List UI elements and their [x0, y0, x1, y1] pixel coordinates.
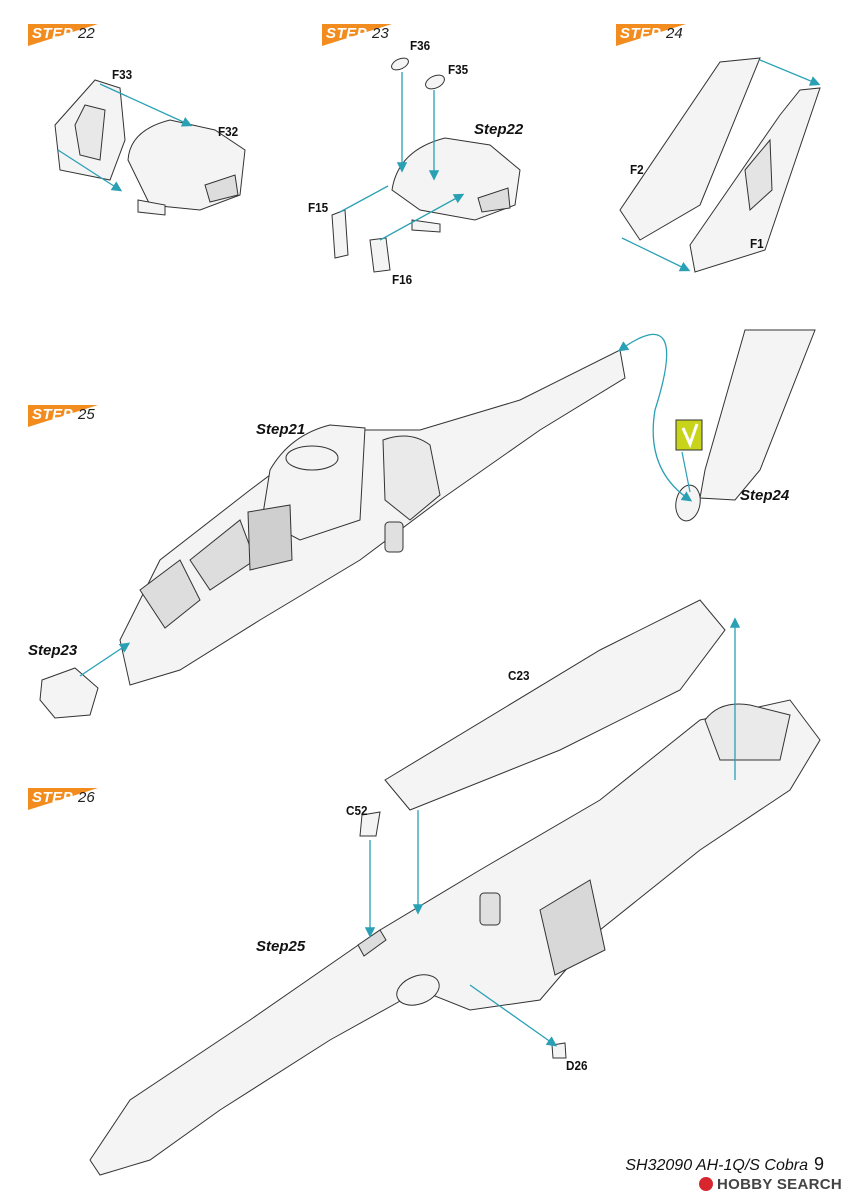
page-number: 9	[813, 1154, 824, 1174]
step-flag-icon	[322, 24, 392, 46]
step-flag-icon	[28, 24, 98, 46]
step-flag-icon	[28, 788, 98, 810]
part-label-c52: C52	[346, 803, 368, 818]
step-22-tag: STEP 22	[28, 24, 108, 46]
step-26-tag: STEP 26	[28, 788, 108, 810]
step25-drawing	[39, 329, 816, 719]
part-label-f2: F2	[630, 162, 644, 177]
part-label-f33: F33	[112, 67, 133, 82]
step-flag-icon	[616, 24, 686, 46]
step22-drawing	[54, 79, 246, 216]
part-label-f36: F36	[410, 38, 431, 53]
step-24-tag: STEP 24	[616, 24, 696, 46]
step26-drawing	[89, 599, 821, 1176]
step24-drawing	[619, 57, 821, 273]
hobby-search-logo-icon	[698, 1177, 713, 1191]
part-label-d26: D26	[566, 1058, 588, 1073]
part-label-f32: F32	[218, 124, 239, 139]
step-flag-icon	[28, 405, 98, 427]
page-footer: SH32090 AH-1Q/S Cobra 9	[625, 1154, 824, 1175]
step23-drawing	[331, 57, 521, 273]
step-23-tag: STEP 23	[322, 24, 402, 46]
watermark: HOBBY SEARCH	[698, 1176, 842, 1193]
step-25-tag: STEP 25	[28, 405, 108, 427]
ref-step22: Step22	[474, 121, 524, 138]
part-label-c23: C23	[508, 668, 530, 683]
ref-step24: Step24	[740, 487, 790, 504]
part-label-f15: F15	[308, 200, 329, 215]
ref-step21: Step21	[256, 421, 306, 438]
ref-step25: Step25	[256, 938, 306, 955]
part-label-f16: F16	[392, 272, 413, 287]
footer-title: SH32090 AH-1Q/S Cobra	[625, 1157, 808, 1174]
part-label-f1: F1	[750, 236, 764, 251]
ref-step23: Step23	[28, 642, 78, 659]
part-label-f35: F35	[448, 62, 469, 77]
